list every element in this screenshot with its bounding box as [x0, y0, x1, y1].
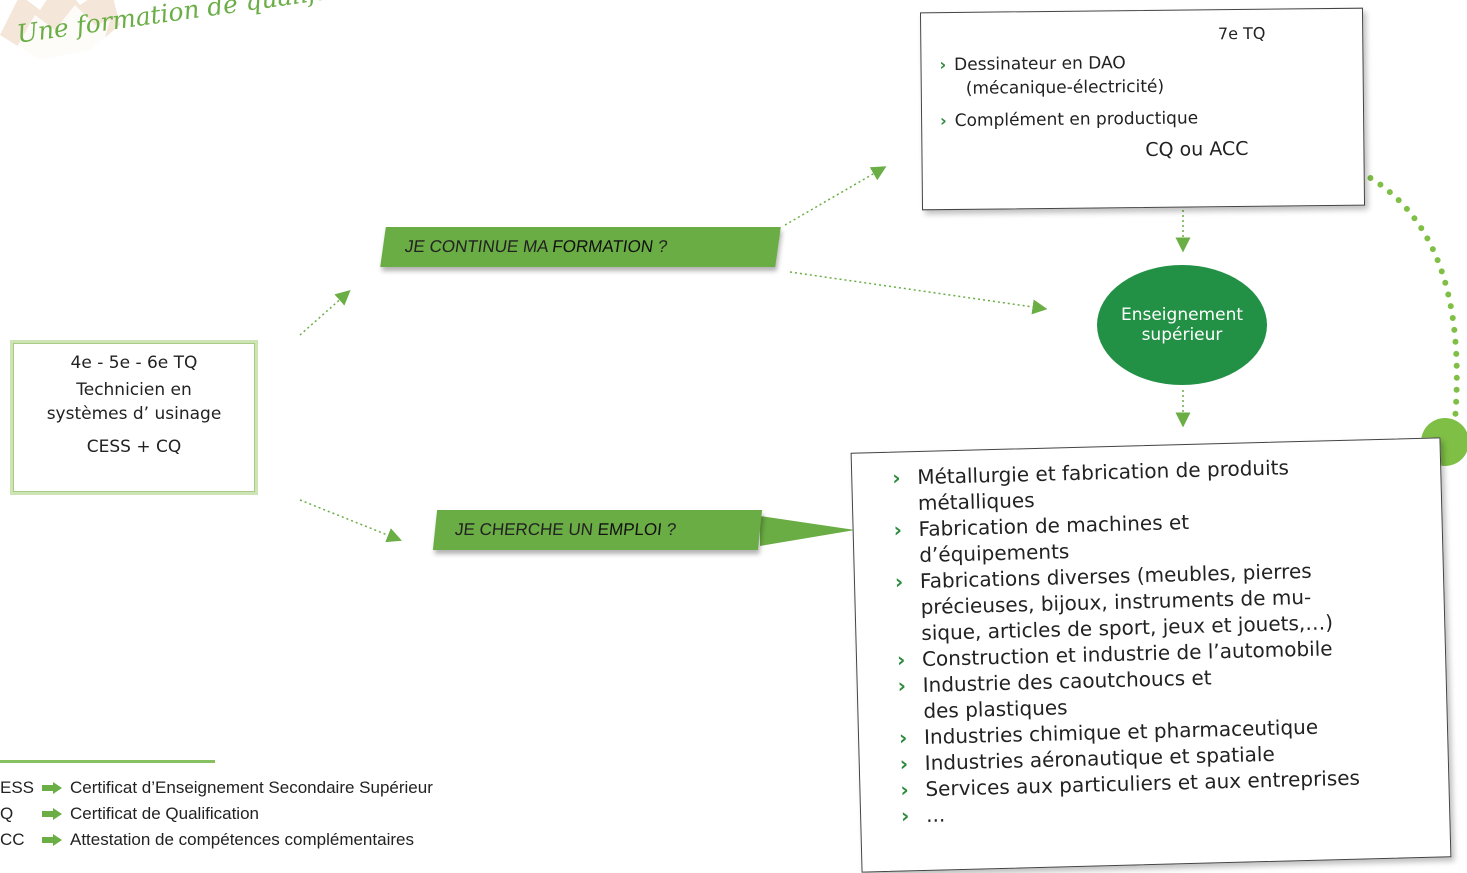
- job-search-banner: JE CHERCHE UN EMPLOI ?: [432, 510, 763, 550]
- arrow-to-higher-ed: [789, 271, 1048, 315]
- legend-abbr: CC: [0, 830, 25, 849]
- program-line2: systèmes d’ usinage: [46, 404, 222, 425]
- option-label: Complément en productique: [954, 108, 1199, 131]
- sector-item: ›Fabrications diverses (meubles, pierres…: [895, 554, 1445, 646]
- seventh-year-header: 7e TQ: [1217, 23, 1266, 44]
- higher-ed-line2: supérieur: [1141, 325, 1223, 345]
- banner-highlight: FORMATION: [551, 237, 655, 256]
- arrow-right-icon: [42, 834, 62, 846]
- chevron-right-icon: ›: [900, 803, 910, 828]
- legend-row: CC Attestation de compétences complémenta…: [0, 830, 414, 850]
- higher-ed-line1: Enseignement: [1120, 305, 1244, 325]
- legend-abbr: ESS: [0, 778, 35, 797]
- option-dao: › Dessinateur en DAO (mécanique-électrici…: [939, 50, 1362, 102]
- chevron-right-icon: ›: [939, 55, 947, 75]
- chevron-right-icon: ›: [899, 751, 909, 776]
- dotted-arc: [1357, 169, 1460, 423]
- continue-training-banner: JE CONTINUE MA FORMATION ?: [380, 227, 781, 267]
- chevron-right-icon: ›: [893, 517, 903, 542]
- banner-suffix: ?: [660, 520, 678, 539]
- legend-row: ESS Certificat d’Enseignement Secondaire …: [0, 778, 433, 798]
- chevron-right-icon: ›: [940, 110, 947, 130]
- legend-abbr: Q: [0, 804, 14, 823]
- chevron-right-icon: ›: [897, 673, 907, 698]
- job-banner-tail: [760, 516, 855, 546]
- banner-highlight: EMPLOI: [596, 520, 663, 539]
- banner-prefix: JE CONTINUE MA: [403, 237, 554, 256]
- arrow-right-icon: [42, 782, 62, 794]
- option-productique: › Complément en productique: [940, 105, 1363, 133]
- gear-decoration: [0, 0, 120, 70]
- current-program-box: 4e - 5e - 6e TQ Technicien en systèmes d…: [10, 340, 258, 495]
- arrow-right-icon: [42, 808, 62, 820]
- program-years: 4e - 5e - 6e TQ: [70, 353, 198, 373]
- seventh-year-box: 7e TQ › Dessinateur en DAO (mécanique-éle…: [919, 7, 1366, 211]
- program-line1: Technicien en: [76, 379, 192, 400]
- chevron-right-icon: ›: [900, 777, 909, 802]
- legend-text: Certificat d’Enseignement Secondaire Sup…: [70, 778, 433, 797]
- banner-prefix: JE CHERCHE UN: [454, 520, 599, 539]
- seventh-year-cert: CQ ou ACC: [1145, 138, 1249, 162]
- legend-text: Attestation de compétences complémentair…: [70, 830, 414, 849]
- legend-divider: [0, 760, 215, 763]
- arrow-to-continue: [299, 290, 351, 336]
- chevron-right-icon: ›: [891, 465, 901, 490]
- chevron-right-icon: ›: [898, 725, 908, 750]
- option-label: Dessinateur en DAO: [954, 53, 1126, 75]
- arrow-to-7tq: [784, 166, 887, 226]
- banner-suffix: ?: [651, 237, 669, 256]
- program-cert: CESS + CQ: [86, 436, 182, 457]
- arrow-to-job: [299, 499, 402, 543]
- legend-row: Q Certificat de Qualification: [0, 804, 259, 824]
- higher-education-node: Enseignement supérieur: [1097, 265, 1267, 385]
- option-sublabel: (mécanique-électricité): [965, 76, 1165, 99]
- chevron-right-icon: ›: [894, 569, 904, 594]
- chevron-right-icon: ›: [896, 647, 906, 672]
- legend-text: Certificat de Qualification: [70, 804, 259, 823]
